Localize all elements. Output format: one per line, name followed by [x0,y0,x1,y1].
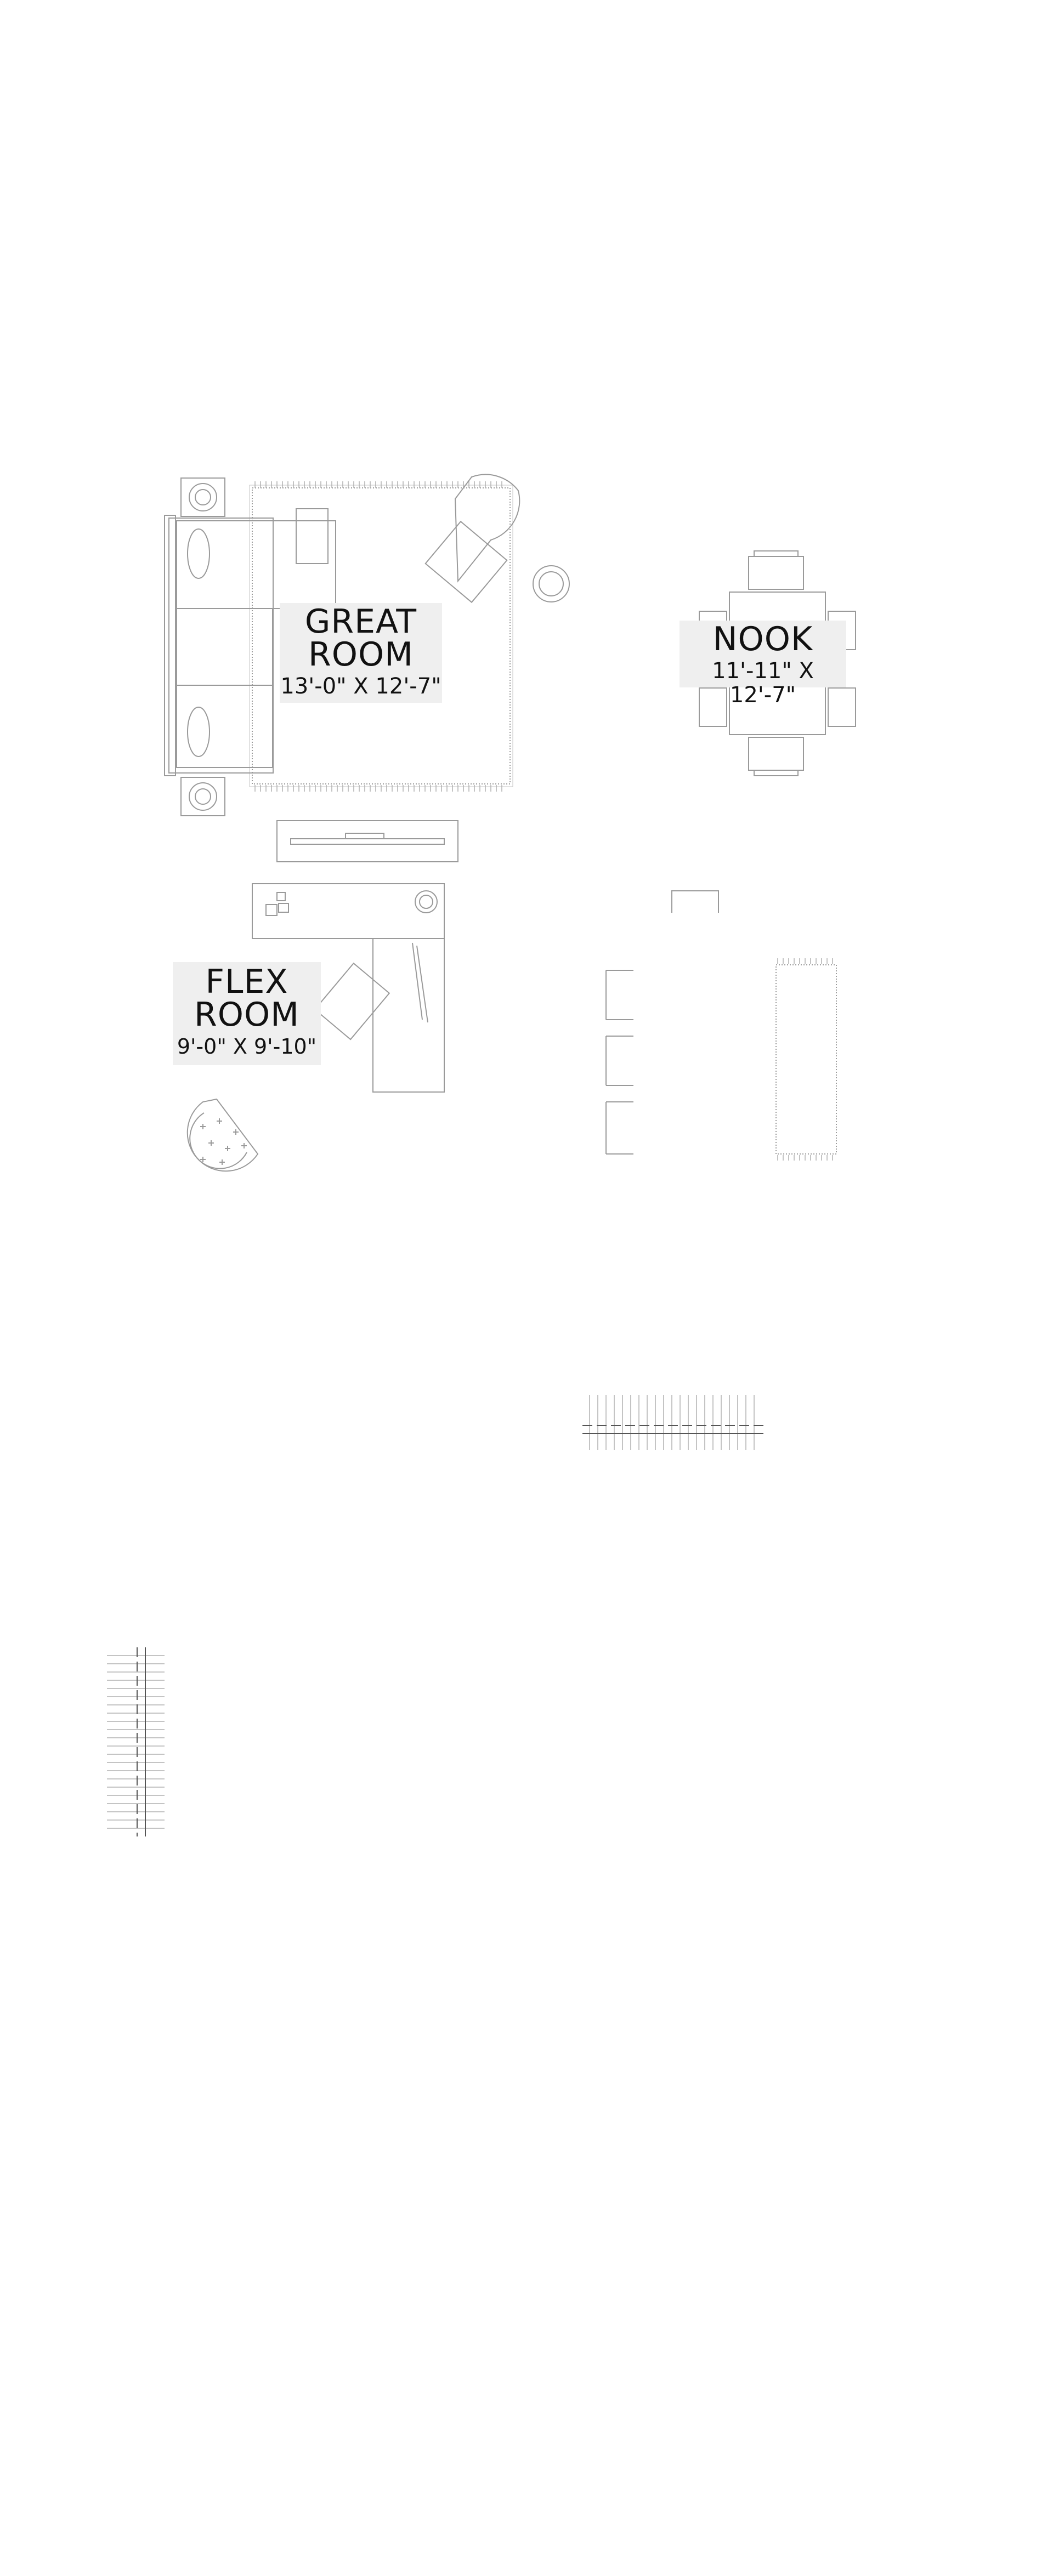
room-label-great-room: GREAT ROOM 13'-0" X 12'-7" [280,603,442,703]
room-name-line2: ROOM [308,635,414,674]
round-ottoman [186,1098,259,1172]
ottoman [296,508,329,564]
stair-symbol-vertical [107,1647,165,1836]
stair-symbol-horizontal [582,1395,763,1450]
bench-fragment [671,890,719,913]
room-dimensions: 9'-0" X 9'-10" [177,1034,317,1059]
room-dimensions: 11'-11" X 12'-7" [712,658,814,708]
end-table-top [180,477,225,517]
end-table-bottom [180,777,225,816]
room-dimensions: 13'-0" X 12'-7" [280,674,441,699]
room-label-flex-room: FLEX ROOM 9'-0" X 9'-10" [173,962,321,1065]
desk-chair [314,962,390,1040]
room-name-line2: ROOM [194,996,299,1034]
l-shaped-desk [252,883,445,1093]
side-table-round [533,565,570,602]
rug-fringe-top [254,481,502,488]
stool-fragments [605,970,633,1155]
room-label-nook: NOOK 11'-11" X 12'-7" [680,620,846,707]
rug-fringe-bottom [254,785,502,792]
room-name-line1: GREAT [304,602,417,641]
media-console [276,820,458,862]
accent-chair [424,474,520,604]
sectional-sofa [164,515,336,776]
room-name-line1: NOOK [712,620,813,658]
runner-rug [775,958,837,1161]
room-name-line1: FLEX [205,963,288,1001]
